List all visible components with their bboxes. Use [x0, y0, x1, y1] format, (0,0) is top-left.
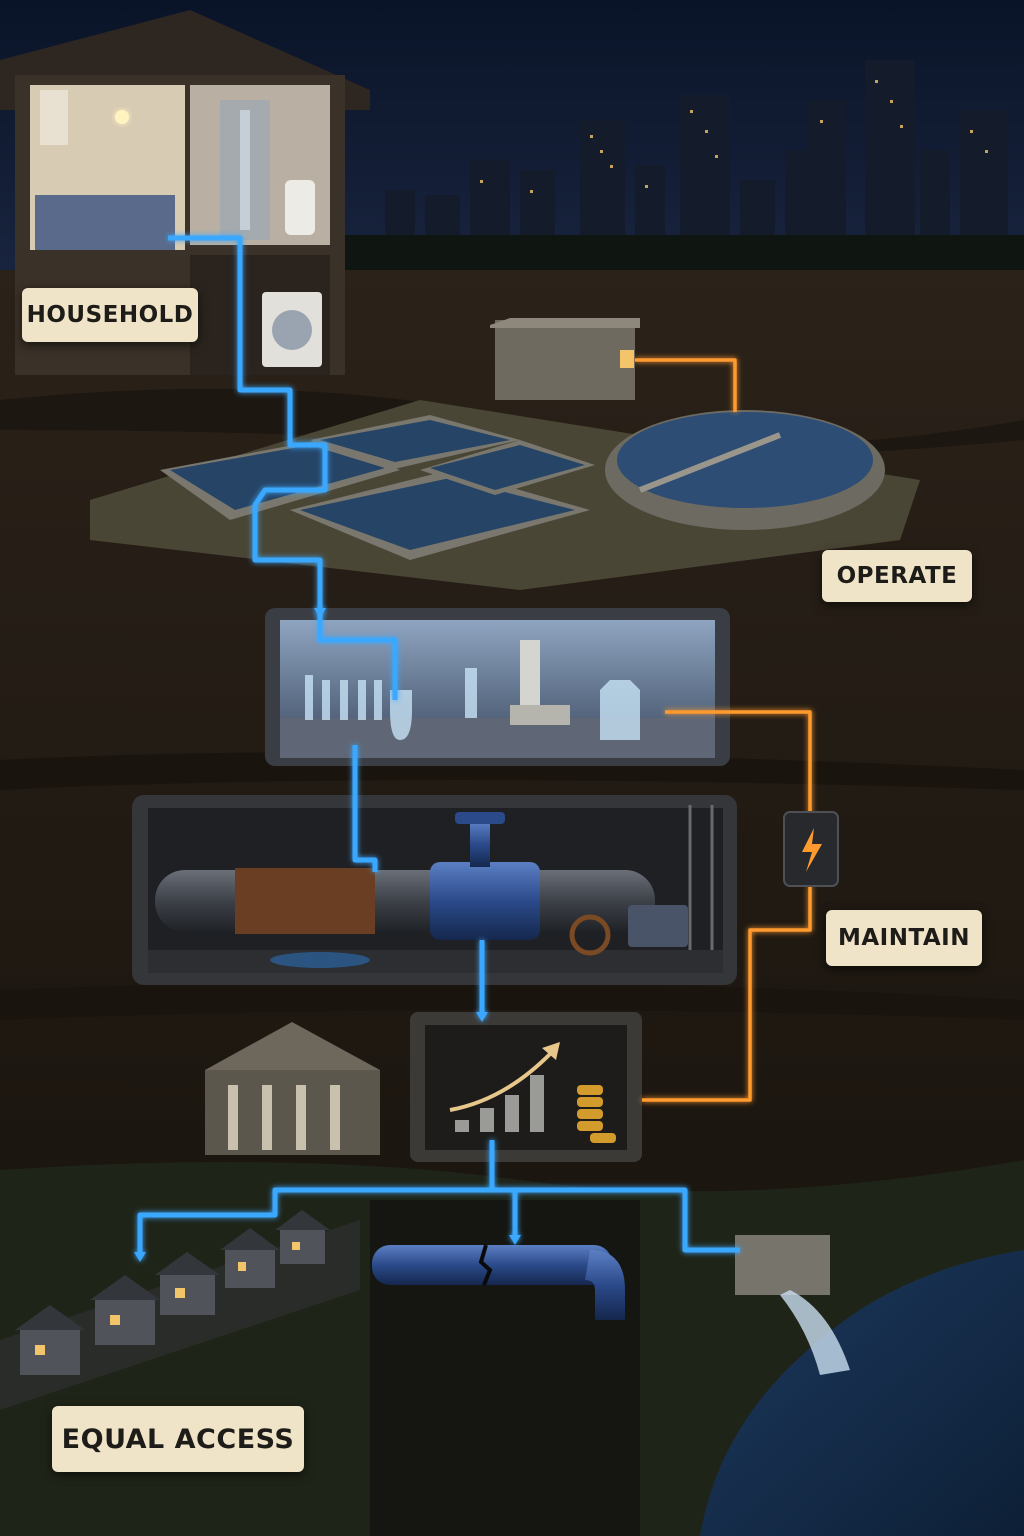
- household-label: HOUSEHOLD: [22, 288, 198, 342]
- outfall-water: [780, 1290, 850, 1375]
- finance-panel: [410, 1012, 642, 1162]
- laboratory: [265, 608, 730, 766]
- city-lights: [480, 80, 988, 193]
- bank-building: [205, 1022, 380, 1155]
- pipe-tunnel: [132, 795, 737, 985]
- equal-access-label: EQUAL ACCESS: [52, 1406, 304, 1472]
- flow-arrows: [134, 608, 521, 1262]
- soil-layer-3: [0, 982, 1024, 1020]
- coin-stack: [577, 1085, 616, 1143]
- tree-line: [340, 235, 1024, 275]
- trend-arrow-icon: [449, 1050, 554, 1112]
- soil-layer-2: [0, 752, 1024, 790]
- maintain-label: MAINTAIN: [826, 910, 982, 966]
- operate-label: OPERATE: [822, 550, 972, 602]
- power-junction-box: [783, 811, 839, 887]
- power-flow-line: [635, 358, 812, 1102]
- water-flow-line: [137, 235, 740, 1255]
- outfall-structure: [735, 1235, 830, 1295]
- river: [700, 1250, 1024, 1536]
- lightning-bolt-icon: [802, 828, 822, 872]
- culvert-area: [370, 1200, 640, 1536]
- neighborhood: [0, 1210, 360, 1410]
